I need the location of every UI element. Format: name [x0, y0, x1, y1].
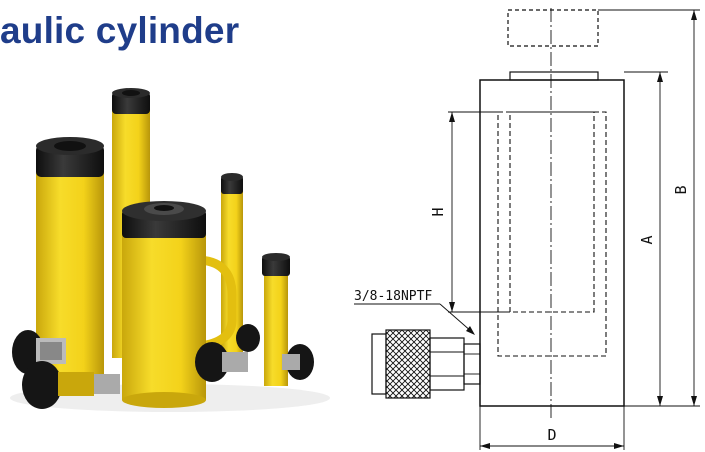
- dimension-h-label: H: [429, 207, 447, 216]
- dimension-a: A: [624, 71, 668, 407]
- bottom-coupler: [22, 361, 120, 409]
- dimension-b-label: B: [672, 185, 690, 194]
- dimension-d: D: [479, 406, 625, 450]
- hollow-cylinder: [122, 201, 237, 408]
- dimension-d-label: D: [547, 426, 556, 444]
- left-coupler: [12, 330, 66, 374]
- dimension-a-label: A: [638, 235, 656, 244]
- dimension-h: H: [429, 111, 510, 313]
- inner-rod-outline: [509, 111, 595, 313]
- right-coupler: [195, 324, 314, 382]
- cylinder-body: [479, 79, 625, 407]
- inner-piston-outline: [497, 111, 607, 357]
- page-title: aulic cylinder: [0, 10, 240, 51]
- extended-plunger-outline: [507, 9, 599, 47]
- hydraulic-cylinder-photo: [10, 88, 330, 412]
- port-label: 3/8-18NPTF: [354, 289, 432, 304]
- cylinder-technical-drawing: H A B D 3/8-18NPTF: [354, 8, 700, 450]
- dimension-b: B: [598, 9, 700, 407]
- quick-coupler-icon: [371, 329, 481, 399]
- port-leader: [354, 303, 475, 335]
- plunger-top: [509, 71, 599, 81]
